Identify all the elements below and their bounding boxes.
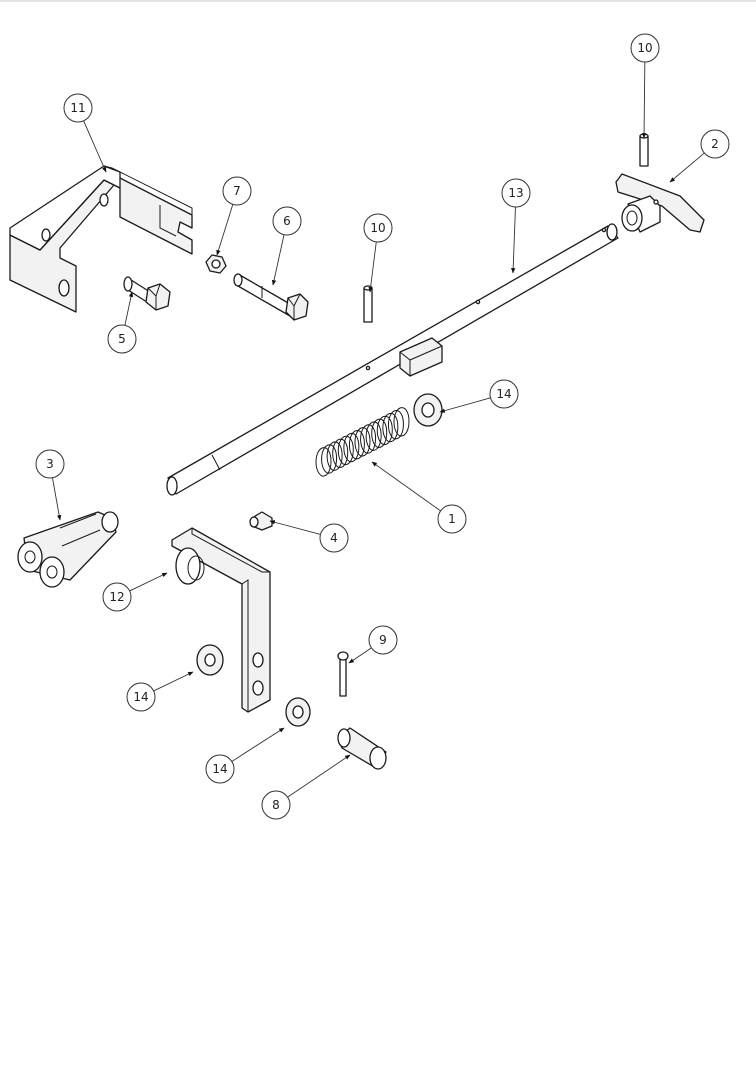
callout-balloon xyxy=(630,33,660,63)
callout-14-mid: 14 xyxy=(126,671,194,712)
callout-leader-line xyxy=(124,291,134,326)
callout-12: 12 xyxy=(102,572,168,612)
callout-number: 6 xyxy=(283,214,291,228)
callout-number: 4 xyxy=(330,531,338,545)
part-12-lever-arm xyxy=(171,527,271,713)
callout-number: 5 xyxy=(118,332,126,346)
callout-leader-line xyxy=(52,477,62,521)
callout-leader-line xyxy=(287,754,351,798)
callout-balloon xyxy=(437,504,467,534)
callout-11: 11 xyxy=(63,93,107,173)
part-1-spring xyxy=(315,407,410,477)
callout-14-bottom: 14 xyxy=(205,727,285,784)
part-2-t-handle xyxy=(615,173,705,233)
callout-number: 14 xyxy=(212,762,227,776)
callout-14-top: 14 xyxy=(439,379,519,413)
callout-number: 14 xyxy=(496,387,511,401)
callout-number: 13 xyxy=(508,186,523,200)
callout-balloon xyxy=(102,582,132,612)
callout-1: 1 xyxy=(371,461,467,534)
callout-balloon xyxy=(368,625,398,655)
callout-number: 7 xyxy=(233,184,241,198)
callout-leader-line xyxy=(271,234,285,286)
part-8-clevis-pin xyxy=(337,727,387,770)
callout-balloon xyxy=(107,324,137,354)
callout-4: 4 xyxy=(269,520,349,553)
callout-number: 14 xyxy=(133,690,148,704)
callout-balloon xyxy=(700,129,730,159)
callout-13: 13 xyxy=(501,178,531,274)
part-11-bracket xyxy=(9,165,193,313)
callout-number: 1 xyxy=(448,512,456,526)
part-13-key-block xyxy=(399,337,443,377)
callout-leader-line xyxy=(439,397,491,413)
callout-leader-line xyxy=(368,241,377,293)
callout-7: 7 xyxy=(216,176,252,256)
callout-leader-line xyxy=(216,204,234,256)
callout-3: 3 xyxy=(35,449,65,521)
part-10-pin-top xyxy=(639,133,649,167)
part-7-hex-nut xyxy=(205,254,227,274)
part-3-clevis xyxy=(17,511,119,588)
callout-number: 3 xyxy=(46,457,54,471)
callout-balloon xyxy=(272,206,302,236)
callout-leader-line xyxy=(231,727,285,762)
part-13-shaft xyxy=(166,223,619,496)
callout-number: 9 xyxy=(379,633,387,647)
callout-leader-line xyxy=(669,152,705,183)
top-border xyxy=(0,0,756,2)
part-9-cotter-pin xyxy=(337,651,349,697)
callout-leader-line xyxy=(129,572,168,592)
part-10-pin-mid xyxy=(363,285,373,323)
callout-leader-line xyxy=(511,206,516,274)
part-5-hex-bolt xyxy=(123,276,171,311)
callout-balloon xyxy=(261,790,291,820)
callout-balloon xyxy=(501,178,531,208)
callout-9: 9 xyxy=(348,625,398,664)
callout-number: 12 xyxy=(109,590,124,604)
callout-2: 2 xyxy=(669,129,730,183)
callout-balloon xyxy=(63,93,93,123)
part-6-long-bolt xyxy=(233,273,309,321)
callout-leader-line xyxy=(371,461,441,512)
callout-10-top: 10 xyxy=(630,33,660,139)
callout-number: 2 xyxy=(711,137,719,151)
callout-leader-line xyxy=(641,61,647,139)
callout-6: 6 xyxy=(271,206,302,286)
callout-balloon xyxy=(126,682,156,712)
part-14-washer-mid xyxy=(196,644,224,676)
callout-number: 8 xyxy=(272,798,280,812)
callout-leader-line xyxy=(348,647,372,664)
callout-balloon xyxy=(205,754,235,784)
callout-balloon xyxy=(489,379,519,409)
callout-8: 8 xyxy=(261,754,351,820)
callout-number: 10 xyxy=(637,41,652,55)
callout-balloon xyxy=(319,523,349,553)
callout-balloon xyxy=(35,449,65,479)
callout-balloon xyxy=(363,213,393,243)
part-14-washer-top xyxy=(413,393,443,427)
callout-number: 11 xyxy=(70,101,85,115)
callout-leader-line xyxy=(83,120,107,173)
callout-balloon xyxy=(222,176,252,206)
callout-5: 5 xyxy=(107,291,137,354)
callout-leader-line xyxy=(153,671,194,692)
callout-leader-line xyxy=(269,520,321,535)
part-4-set-screw xyxy=(249,511,273,531)
callout-number: 10 xyxy=(370,221,385,235)
callout-10-mid: 10 xyxy=(363,213,393,293)
part-14-washer-bottom xyxy=(285,697,311,727)
